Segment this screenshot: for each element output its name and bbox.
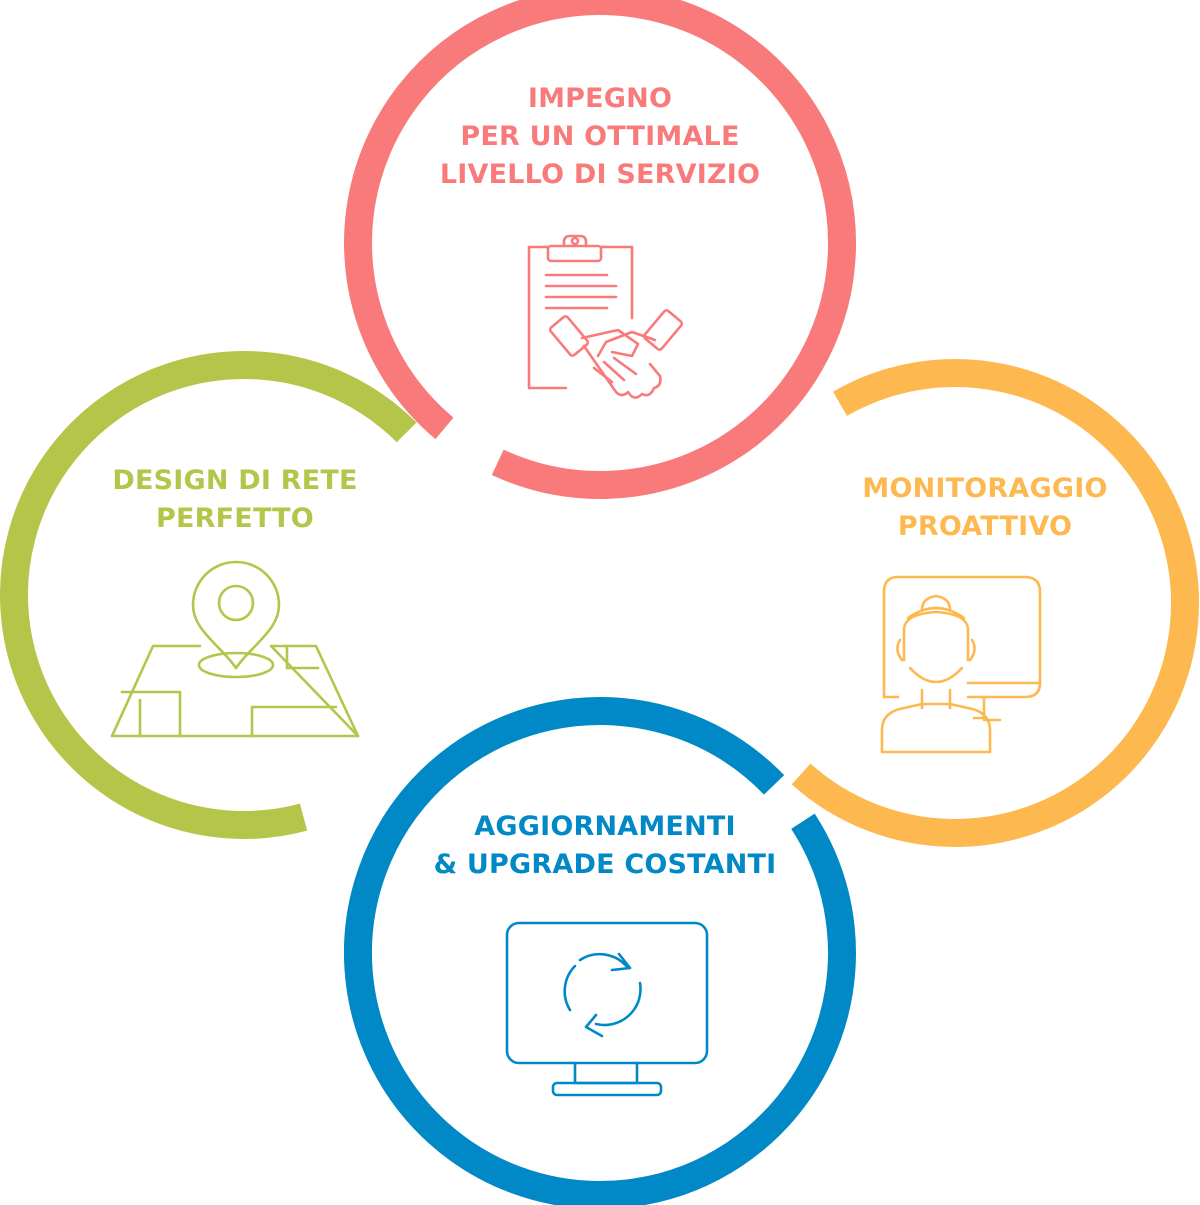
service-label-line: LIVELLO DI SERVIZIO [439, 159, 761, 190]
clipboard-handshake-icon [527, 234, 684, 399]
monitor-refresh-icon [505, 921, 709, 1097]
operator-monitor-icon [880, 575, 1042, 754]
service-ring [344, 0, 856, 499]
updates-label-line: AGGIORNAMENTI [474, 811, 736, 842]
monitoring-ring [791, 359, 1199, 847]
monitoring-label: MONITORAGGIO PROATTIVO [820, 470, 1150, 546]
updates-label-line: & UPGRADE COSTANTI [433, 849, 777, 880]
design-ring [0, 351, 417, 839]
monitoring-label-line: MONITORAGGIO [862, 473, 1108, 504]
monitoring-label-line: PROATTIVO [897, 511, 1073, 542]
design-label-line: PERFETTO [156, 503, 314, 534]
service-label-line: PER UN OTTIMALE [460, 121, 740, 152]
map-pin-icon [110, 560, 360, 738]
updates-ring [344, 696, 856, 1205]
design-label: DESIGN DI RETE PERFETTO [85, 462, 385, 538]
service-label: IMPEGNO PER UN OTTIMALE LIVELLO DI SERVI… [400, 80, 800, 194]
design-label-line: DESIGN DI RETE [112, 465, 358, 496]
service-label-line: IMPEGNO [527, 83, 673, 114]
updates-label: AGGIORNAMENTI & UPGRADE COSTANTI [390, 808, 820, 884]
